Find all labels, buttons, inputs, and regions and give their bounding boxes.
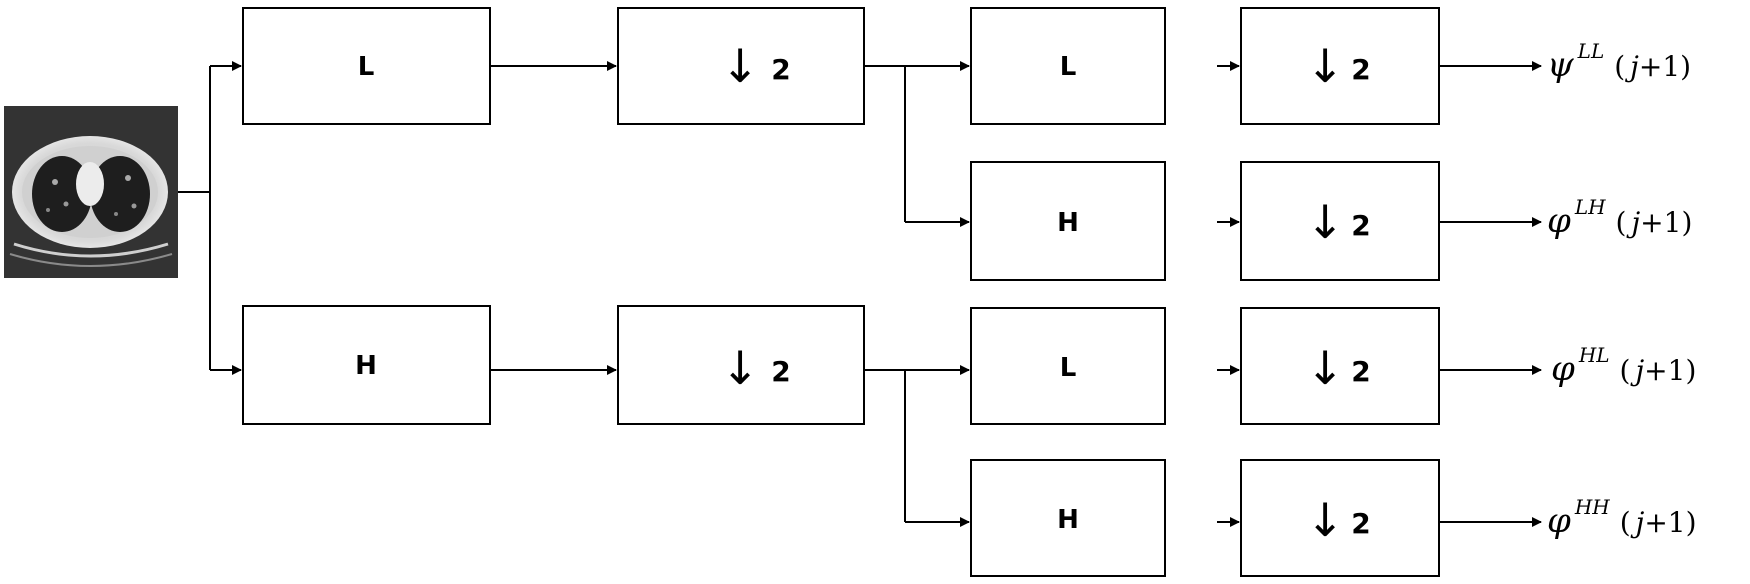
downsample-arrow-icon: ↓: [1306, 493, 1345, 547]
downsample-factor: 2: [771, 355, 790, 388]
level1-low-downsample-box: ↓ 2: [617, 7, 865, 125]
output-index-suffix: +1): [1644, 354, 1696, 387]
output-symbol: φ: [1547, 501, 1571, 541]
output-index-j: j: [1630, 506, 1645, 539]
svg-text:φHH(j+1): φHH (j+1): [1547, 495, 1697, 541]
filter-label: L: [1060, 52, 1077, 82]
output-symbol: ψ: [1547, 45, 1574, 85]
svg-text:ψLL(j+1): ψLL (j+1): [1547, 39, 1691, 85]
downsample-arrow-icon: ↓: [721, 39, 760, 93]
filter-label: H: [355, 351, 377, 381]
filter-label: H: [1057, 505, 1079, 535]
output-index-suffix: +1): [1640, 206, 1692, 239]
filter-label: H: [1057, 208, 1079, 238]
level2-downsample-box-1: ↓ 2: [1240, 7, 1440, 125]
output-superscript: HH: [1574, 495, 1610, 519]
output-index-suffix: +1): [1644, 506, 1696, 539]
output-index-j: j: [1629, 354, 1644, 387]
output-superscript: LH: [1574, 195, 1606, 219]
downsample-arrow-icon: ↓: [1306, 195, 1345, 249]
downsample-arrow-icon: ↓: [721, 341, 760, 395]
output-open-paren: (: [1616, 206, 1627, 239]
output-index-suffix: +1): [1639, 50, 1691, 83]
output-open-paren: (: [1614, 50, 1625, 83]
level2-filter-box-1: L: [970, 7, 1166, 125]
output-open-paren: (: [1620, 506, 1631, 539]
output-superscript: LL: [1577, 39, 1605, 63]
level2-downsample-box-2: ↓ 2: [1240, 161, 1440, 281]
level1-low-filter-box: L: [242, 7, 491, 125]
ct-scan-lung-image: [4, 106, 178, 278]
downsample-arrow-icon: ↓: [1306, 39, 1345, 93]
downsample-factor: 2: [1351, 53, 1370, 86]
filter-label: L: [1060, 353, 1077, 383]
output-symbol: φ: [1547, 201, 1571, 241]
downsample-factor: 2: [1351, 507, 1370, 540]
output-open-paren: (: [1620, 354, 1631, 387]
output-index-j: j: [1624, 50, 1639, 83]
level2-downsample-box-4: ↓ 2: [1240, 459, 1440, 577]
level1-high-downsample-box: ↓ 2: [617, 305, 865, 425]
level1-high-filter-box: H: [242, 305, 491, 425]
output-symbol: φ: [1551, 349, 1575, 389]
level2-filter-box-2: H: [970, 161, 1166, 281]
downsample-arrow-icon: ↓: [1306, 341, 1345, 395]
downsample-factor: 2: [1351, 355, 1370, 388]
output-superscript: HL: [1578, 343, 1610, 367]
level2-filter-box-3: L: [970, 307, 1166, 425]
level2-filter-box-4: H: [970, 459, 1166, 577]
downsample-factor: 2: [771, 53, 790, 86]
output-index-j: j: [1625, 206, 1640, 239]
connections: [178, 61, 1542, 527]
filter-label: L: [358, 52, 375, 82]
downsample-factor: 2: [1351, 209, 1370, 242]
svg-text:φLH(j+1): φLH (j+1): [1547, 195, 1692, 241]
svg-text:φHL(j+1): φHL (j+1): [1551, 343, 1696, 389]
level2-downsample-box-3: ↓ 2: [1240, 307, 1440, 425]
